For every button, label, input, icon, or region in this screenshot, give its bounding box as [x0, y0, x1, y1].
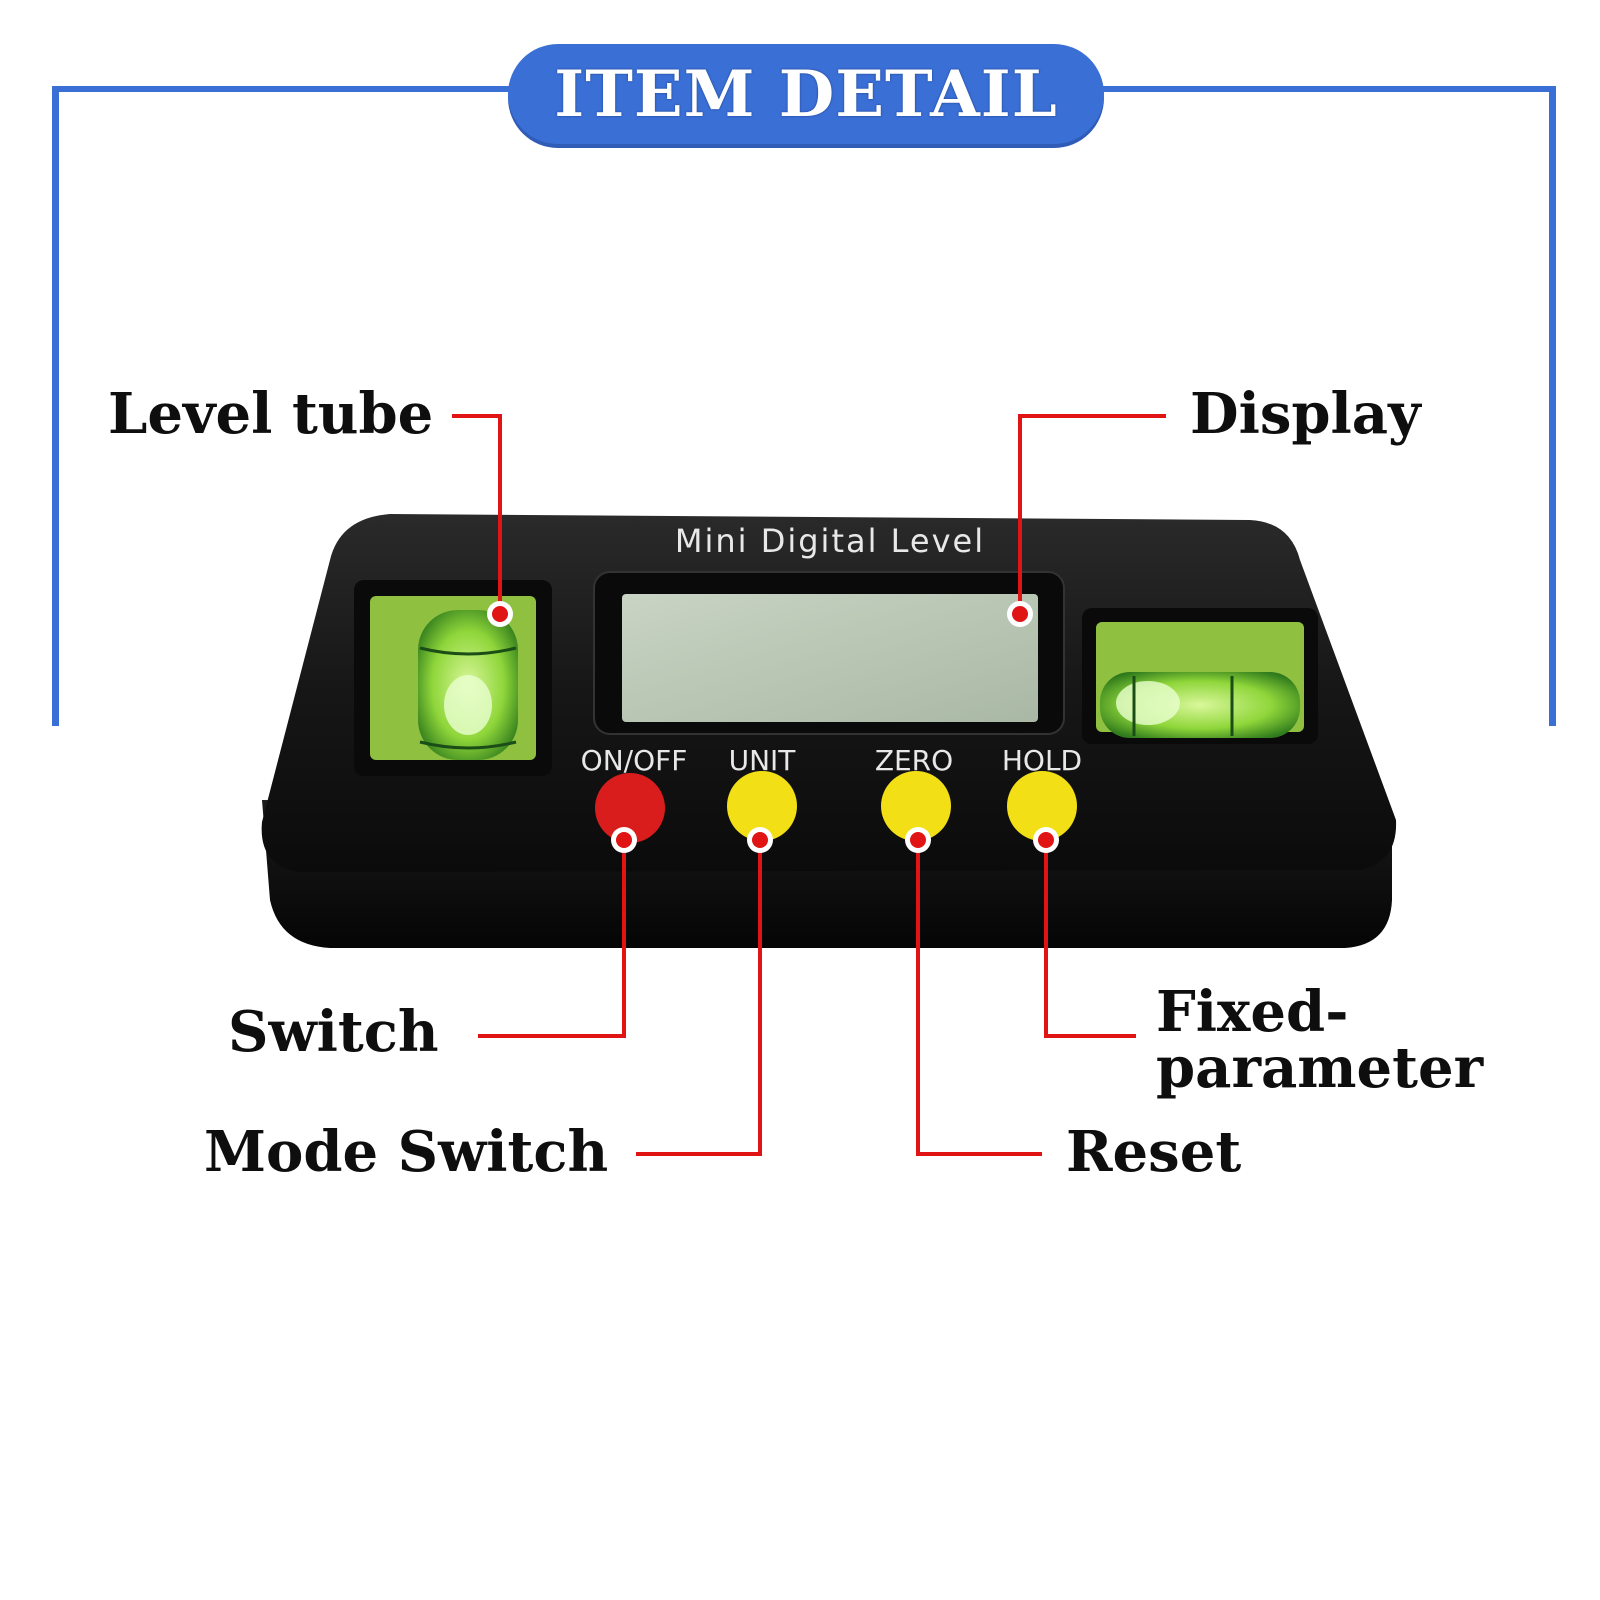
leader-reset — [916, 840, 1042, 1156]
callout-level-tube: Level tube — [108, 381, 434, 447]
title-banner: ITEM DETAIL — [508, 44, 1104, 144]
frame-line-top-left — [52, 86, 512, 92]
leader-mode-switch — [636, 840, 762, 1156]
page-title: ITEM DETAIL — [554, 56, 1058, 132]
unit-button — [727, 771, 797, 841]
device-brand-label: Mini Digital Level — [675, 522, 985, 560]
frame-line-right — [1549, 86, 1556, 726]
frame-line-left — [52, 86, 59, 726]
callout-fixed-parameter-line1: Fixed- — [1156, 979, 1349, 1045]
callout-fixed-parameter-line2: parameter — [1156, 1035, 1484, 1101]
button-label-on-off: ON/OFF — [581, 744, 688, 777]
frame-line-top-right — [1100, 86, 1556, 92]
zero-button — [881, 771, 951, 841]
lcd-screen — [622, 594, 1038, 722]
on-off-button — [595, 773, 665, 843]
leader-lines — [452, 414, 1166, 1156]
leader-level-tube — [452, 414, 502, 614]
leader-switch — [478, 840, 626, 1038]
leader-fixed-parameter — [1044, 840, 1136, 1038]
callout-mode-switch: Mode Switch — [204, 1119, 609, 1185]
callout-display: Display — [1190, 381, 1421, 447]
callout-switch: Switch — [228, 999, 439, 1065]
hold-button — [1007, 771, 1077, 841]
leader-display — [1018, 414, 1166, 614]
callout-fixed-parameter: Fixed- parameter — [1156, 984, 1483, 1096]
leader-dots — [487, 601, 1059, 853]
callout-reset: Reset — [1066, 1119, 1242, 1185]
